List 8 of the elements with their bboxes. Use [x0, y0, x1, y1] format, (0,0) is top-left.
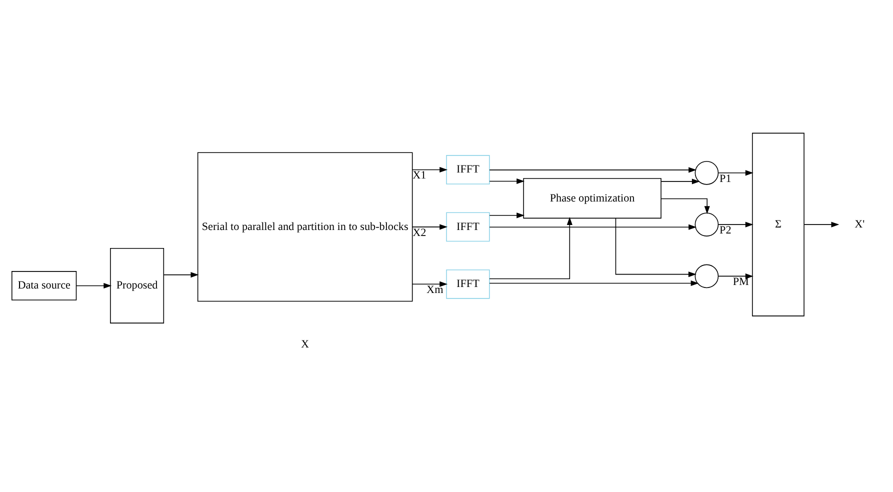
- edge-label: X2: [412, 226, 426, 239]
- edge-label: P1: [720, 172, 732, 185]
- edge-label: Xm: [426, 284, 444, 296]
- edge-label: P2: [720, 224, 732, 236]
- node-text: X': [854, 218, 865, 230]
- edge-label: X1: [412, 170, 426, 182]
- edge-label: PM: [732, 276, 749, 288]
- label: X: [301, 338, 310, 350]
